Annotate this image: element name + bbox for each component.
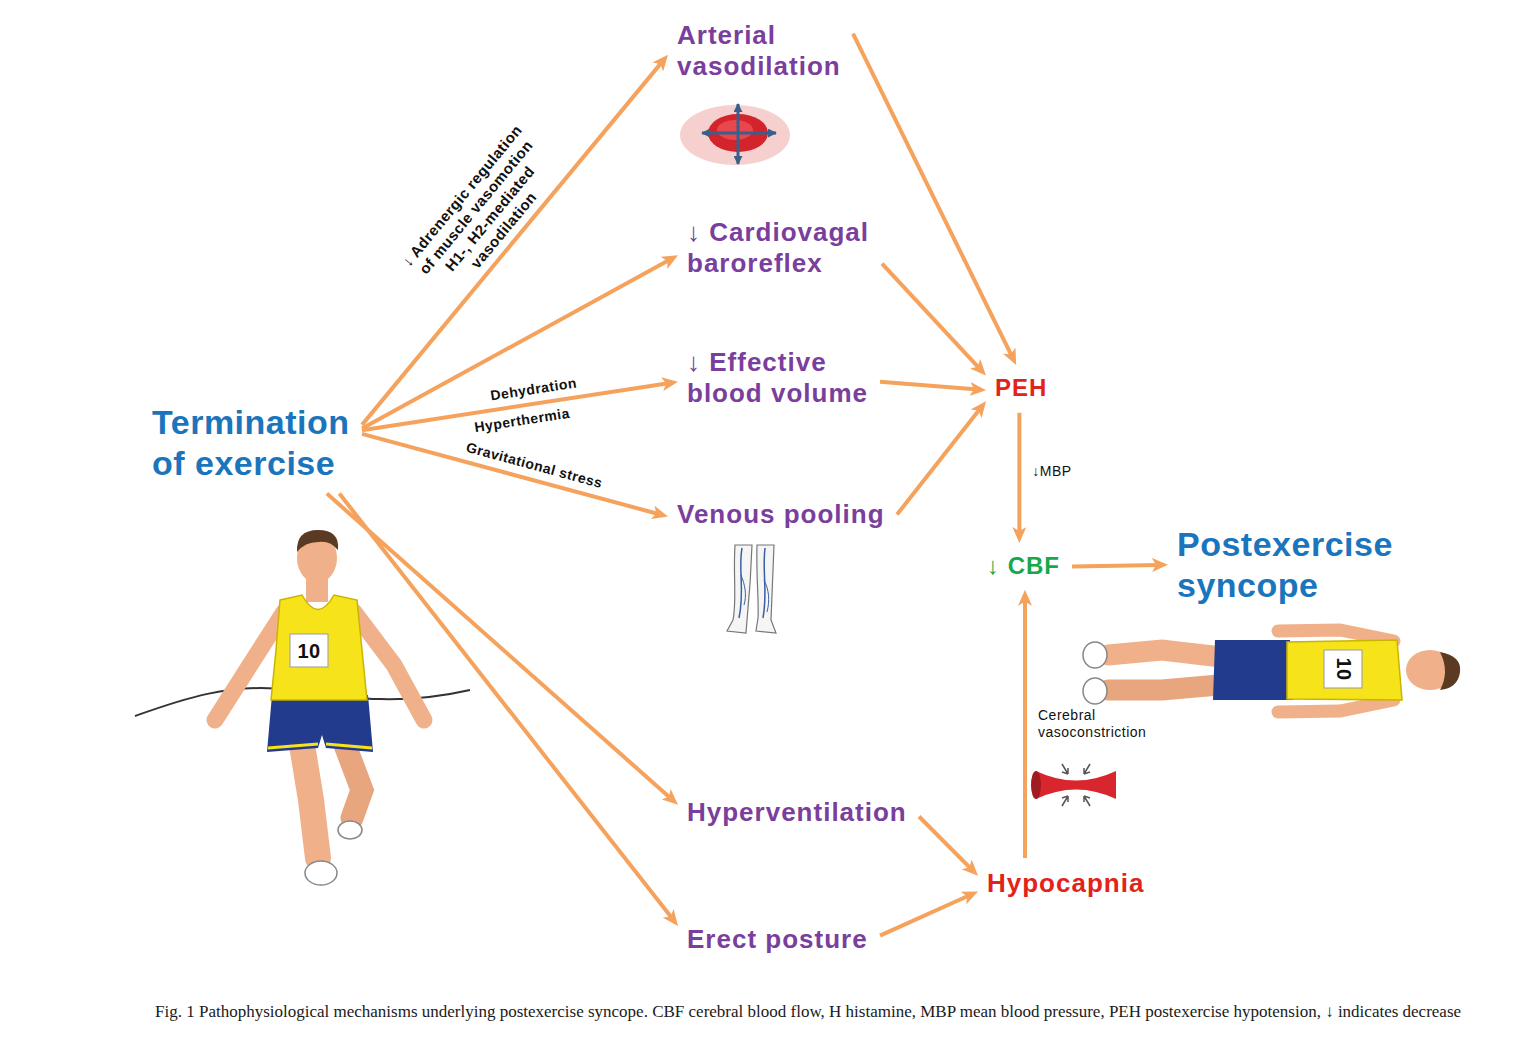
node-text: Erect posture <box>687 924 870 955</box>
vasoconstriction-icon <box>1084 796 1090 806</box>
runner-figure <box>326 744 372 748</box>
runner-figure <box>271 595 367 700</box>
fallen-runner-figure <box>1083 642 1107 668</box>
node-text: ↓ CBF <box>987 552 1062 581</box>
arrow-connector <box>853 34 1013 358</box>
arrow-connector <box>1017 413 1021 535</box>
venous-legs-icon <box>727 545 776 633</box>
artery-icon <box>680 104 790 165</box>
artery-icon <box>680 105 790 165</box>
concept-node: ↓ CBF <box>983 548 1066 585</box>
arrow-connector <box>362 61 663 425</box>
fallen-runner-figure <box>1083 678 1107 704</box>
fallen-runner-figure <box>1213 640 1293 700</box>
venous-legs-icon <box>756 545 776 633</box>
concept-node: Termination of exercise <box>148 398 356 488</box>
concept-node: Hyperventilation <box>683 793 913 832</box>
arrow-connector <box>882 264 981 370</box>
node-text: Venous pooling <box>677 499 887 530</box>
runner-figure <box>297 530 338 552</box>
concept-node: Erect posture <box>683 920 874 959</box>
venous-legs-icon <box>727 545 752 633</box>
vasoconstriction-icon <box>1084 764 1090 774</box>
venous-legs-icon <box>739 548 742 618</box>
edge-label: Dehydration <box>486 373 581 406</box>
arrow-connector <box>880 895 971 936</box>
runner-figure <box>302 745 318 858</box>
concept-node: Hypocapnia <box>983 864 1151 903</box>
fallen-runner-figure <box>1287 640 1402 700</box>
vasoconstriction-icon <box>1031 764 1116 806</box>
figure-caption: Fig. 1 Pathophysiological mechanisms und… <box>155 1000 1515 1024</box>
node-text: Termination of exercise <box>152 402 352 484</box>
concept-node: ↓ Effective blood volume <box>683 343 874 413</box>
arrow-connector <box>362 259 671 428</box>
arrow-connector <box>919 817 972 871</box>
runner-figure <box>290 634 328 667</box>
fallen-runner-figure <box>1108 684 1230 690</box>
arrow-connector <box>1023 598 1027 858</box>
venous-legs-icon <box>741 575 745 605</box>
bib-number: 10 <box>1330 654 1356 683</box>
fallen-runner-figure <box>1278 630 1394 641</box>
runner-figure <box>305 861 337 885</box>
runner-figure <box>267 695 373 752</box>
fallen-runner-figure <box>1324 650 1362 688</box>
concept-node: ↓ Cardiovagal baroreflex <box>683 213 876 283</box>
concept-node: PEH <box>991 370 1054 407</box>
node-text: Arterial vasodilation <box>677 20 843 82</box>
connector-group <box>327 34 1160 936</box>
node-text: Hypocapnia <box>987 868 1147 899</box>
concept-node: Venous pooling <box>673 495 891 534</box>
arrow-connector <box>1072 565 1160 566</box>
node-text: ↓ Cardiovagal baroreflex <box>687 217 872 279</box>
arrow-connector <box>897 408 981 515</box>
runner-figure <box>338 821 362 839</box>
edge-label: ↓MBP <box>1029 462 1074 481</box>
arrow-connector <box>880 382 978 390</box>
artery-icon <box>717 120 753 140</box>
vasoconstriction-icon <box>1062 764 1068 774</box>
fallen-runner-figure <box>1440 652 1460 690</box>
arrow-connector <box>362 434 660 515</box>
artery-icon <box>702 132 738 135</box>
venous-legs-icon <box>764 580 769 612</box>
arrow-connector <box>339 494 673 920</box>
vasoconstriction-icon <box>1036 771 1116 799</box>
artery-icon <box>738 132 776 135</box>
runner-figure <box>354 612 424 720</box>
artery-icon <box>737 133 740 164</box>
fallen-runner-figure <box>1278 700 1394 712</box>
vasoconstriction-icon <box>1062 796 1068 806</box>
runner-figure <box>345 745 362 818</box>
vasoconstriction-icon <box>1031 771 1041 799</box>
annotation-label: Hyperthermia <box>470 403 574 437</box>
runner-figure <box>135 530 470 885</box>
node-text: ↓ Effective blood volume <box>687 347 870 409</box>
node-text: Postexercise syncope <box>1177 524 1395 606</box>
arrow-connector <box>327 494 672 800</box>
edge-label: Cerebral vasoconstriction <box>1035 706 1191 742</box>
concept-node: Postexercise syncope <box>1173 520 1399 610</box>
bib-number: 10 <box>295 638 324 664</box>
concept-node: Arterial vasodilation <box>673 16 847 86</box>
runner-figure <box>268 744 318 748</box>
venous-legs-icon <box>763 548 765 618</box>
node-text: PEH <box>995 374 1050 403</box>
edge-label: Gravitational stress <box>461 437 608 493</box>
node-text: Hyperventilation <box>687 797 909 828</box>
fallen-runner-figure <box>1108 650 1230 658</box>
fallen-runner-figure <box>1083 630 1460 712</box>
artery-icon <box>737 104 740 133</box>
edge-label: ↓ Adrenergic regulation of muscle vasomo… <box>392 114 574 312</box>
